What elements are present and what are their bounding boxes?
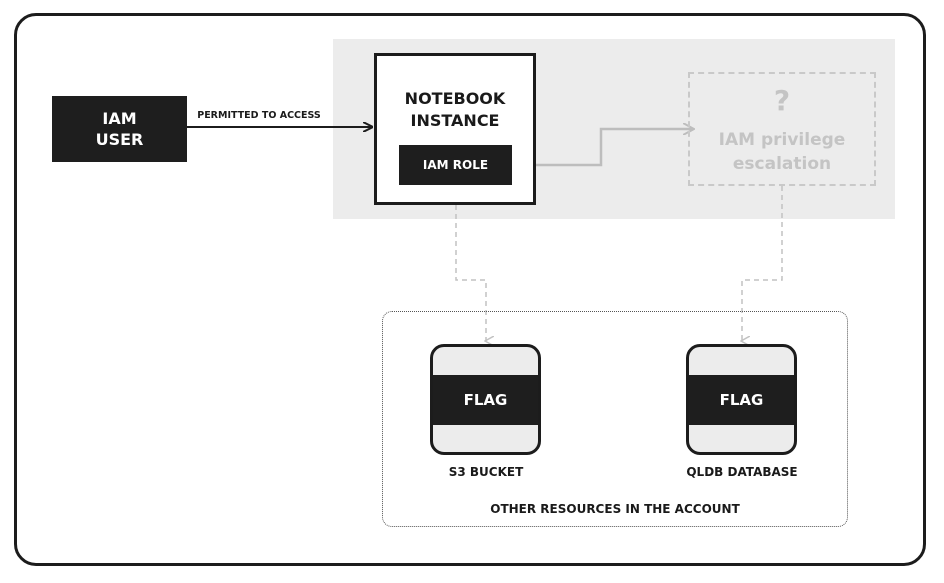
- iam-user-label: IAM USER: [95, 109, 144, 149]
- iam-user-box: IAM USER: [52, 96, 187, 162]
- edge-label-permitted: PERMITTED TO ACCESS: [197, 110, 321, 121]
- qldb-flag-label: FLAG: [719, 391, 764, 409]
- other-resources-group: [382, 311, 848, 527]
- s3-flag-band: FLAG: [433, 375, 538, 425]
- s3-dashed-arrow: [455, 205, 486, 341]
- iam-role-box: IAM ROLE: [399, 145, 512, 185]
- s3-bucket-icon: FLAG: [430, 344, 541, 455]
- qldb-dashed-arrow: [742, 186, 783, 341]
- qldb-database-label: QLDB DATABASE: [686, 465, 798, 479]
- iam-role-label: IAM ROLE: [422, 158, 489, 172]
- qldb-flag-band: FLAG: [689, 375, 794, 425]
- notebook-instance-title: NOTEBOOK INSTANCE: [404, 89, 506, 130]
- escalation-arrow: [512, 129, 693, 167]
- privilege-escalation-box: ? IAM privilege escalation: [688, 72, 876, 186]
- other-resources-label: OTHER RESOURCES IN THE ACCOUNT: [490, 502, 740, 516]
- privilege-escalation-text: IAM privilege escalation: [718, 130, 846, 174]
- qldb-database-icon: FLAG: [686, 344, 797, 455]
- question-mark-icon: ?: [773, 84, 791, 117]
- s3-bucket-label: S3 BUCKET: [448, 465, 524, 479]
- s3-flag-label: FLAG: [463, 391, 508, 409]
